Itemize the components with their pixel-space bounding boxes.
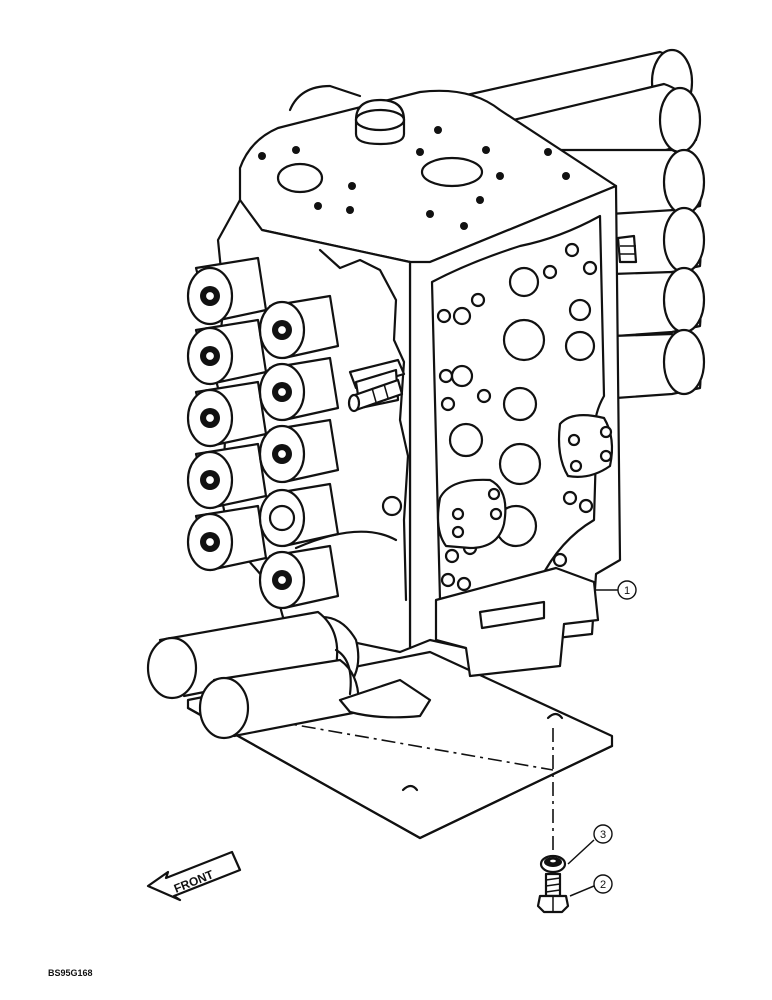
svg-text:2: 2 (600, 879, 606, 891)
front-spool-cylinders (146, 610, 432, 740)
figure-code: BS95G168 (48, 968, 93, 978)
front-port-caps (186, 256, 340, 610)
relief-fitting (347, 378, 404, 413)
bolt (536, 872, 570, 914)
callout-2: 2 (569, 874, 613, 897)
callout-1: 1 (596, 580, 637, 600)
front-arrow-icon: FRONT (146, 850, 242, 902)
svg-text:1: 1 (624, 585, 630, 597)
valve-body (214, 84, 638, 678)
svg-text:3: 3 (600, 829, 606, 841)
washer (539, 854, 567, 874)
callout-3: 3 (567, 824, 613, 865)
